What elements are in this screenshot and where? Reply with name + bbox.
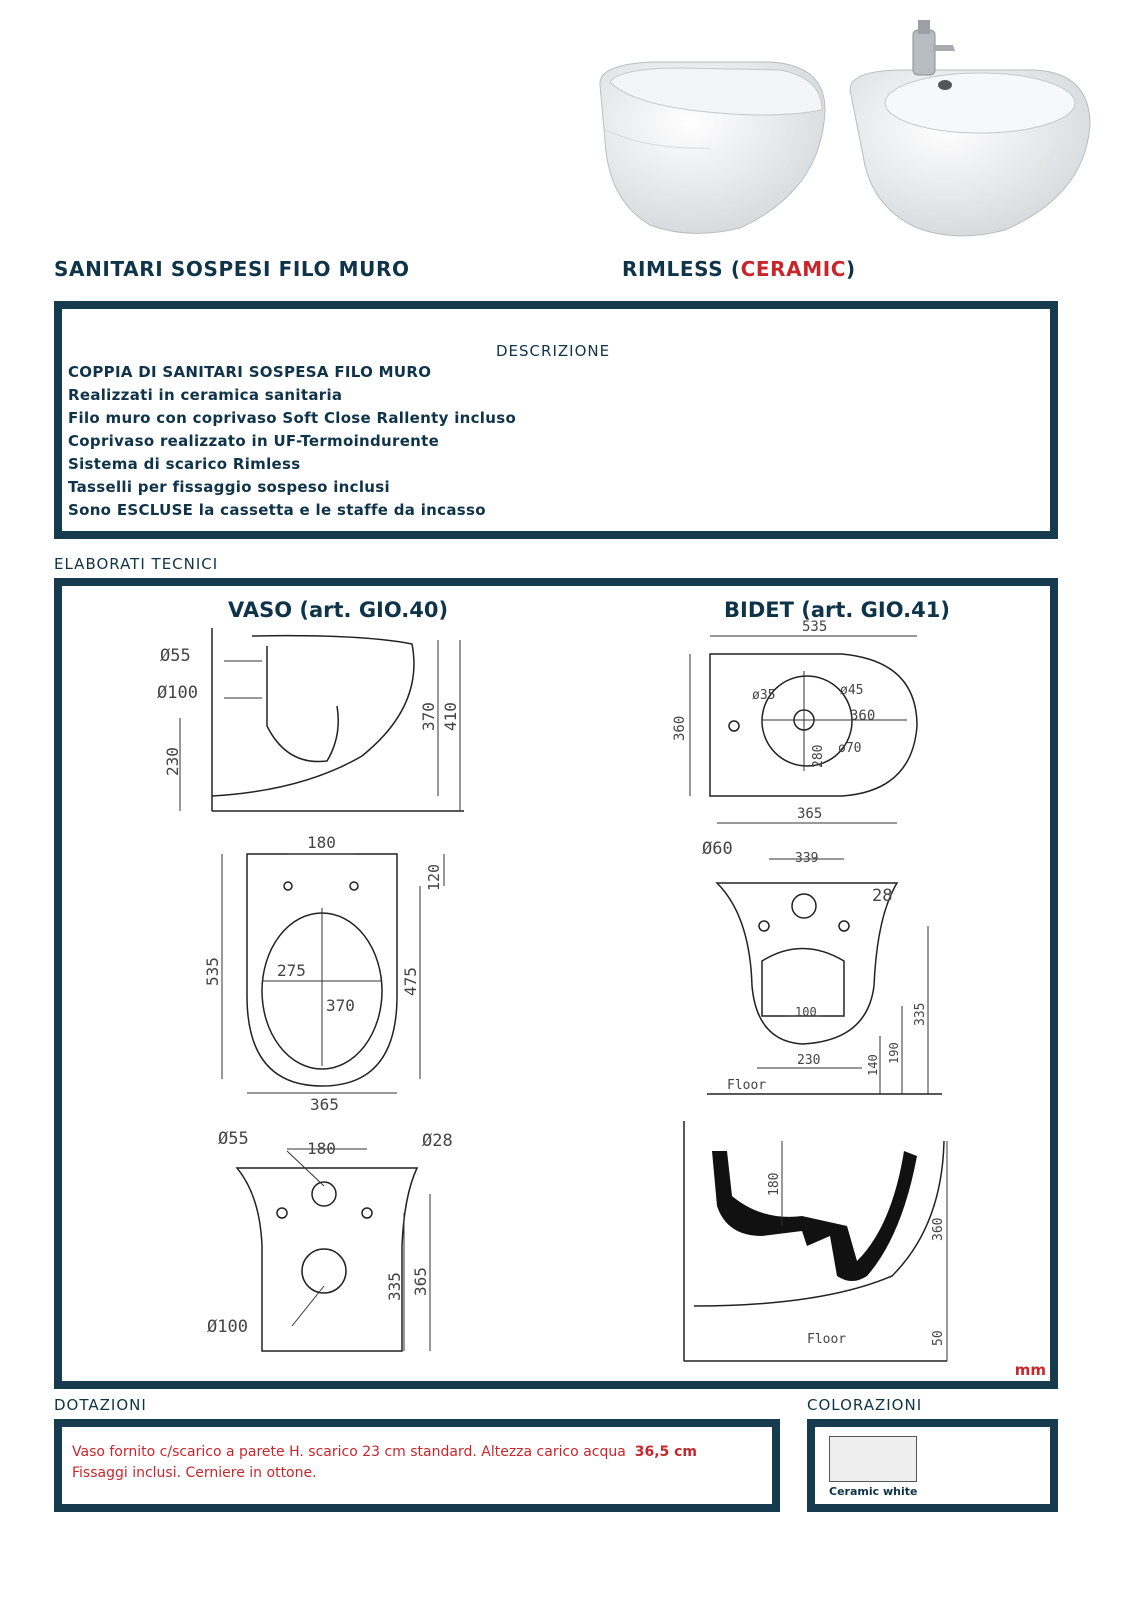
bidet-top-d45: ø45 [840,683,863,698]
vaso-title: VASO (art. GIO.40) [228,598,449,622]
equipment-heading: DOTAZIONI [54,1396,147,1414]
bidet-top-d70: ø70 [838,741,861,756]
description-line: Sistema di scarico Rimless [68,455,301,473]
vaso-top-275: 275 [277,961,306,980]
bidet-title: BIDET (art. GIO.41) [724,598,950,622]
product-type-accent: CERAMIC [740,257,847,281]
bidet-top-280: 280 [811,745,826,768]
description-heading: DESCRIZIONE [496,342,611,360]
description-line: Coprivaso realizzato in UF-Termoindurent… [68,432,440,450]
bidet-back-230: 230 [797,1053,820,1068]
vaso-top-365: 365 [310,1095,339,1114]
bidet-back-365: 365 [797,806,822,822]
equipment-box: Vaso fornito c/scarico a parete H. scari… [54,1419,780,1512]
bidet-back-190: 190 [887,1042,901,1064]
bidet-side-180: 180 [767,1173,782,1196]
description-box: DESCRIZIONE COPPIA DI SANITARI SOSPESA F… [54,301,1058,539]
toilet-photo [599,61,826,234]
vaso-back-180: 180 [307,1139,336,1158]
vaso-back-365: 365 [411,1267,430,1296]
technical-heading: ELABORATI TECNICI [54,555,219,573]
bidet-side-50: 50 [931,1330,946,1346]
vaso-top-120: 120 [425,864,443,891]
product-type: RIMLESS (CERAMIC) [622,257,856,281]
vaso-top-180: 180 [307,833,336,852]
colors-heading: COLORAZIONI [807,1396,923,1414]
vaso-back-view: Ø55 Ø28 Ø100 180 335 365 [207,1129,453,1352]
bidet-top-360b: 360 [850,708,875,724]
vaso-top-view: 180 120 535 475 275 370 365 [203,833,445,1114]
bidet-photo [849,20,1091,237]
vaso-back-d28: Ø28 [422,1131,453,1151]
product-type-suffix: ) [846,257,856,281]
color-swatch-ceramic-white[interactable] [829,1436,917,1482]
vaso-side-view: Ø55 Ø100 230 370 410 [157,628,464,812]
bidet-top-d35: ø35 [752,688,775,703]
bidet-side-floor: Floor [807,1332,846,1347]
bidet-back-339: 339 [795,851,818,866]
vaso-side-370: 370 [419,702,438,731]
vaso-side-d55: Ø55 [160,646,191,666]
vaso-top-535: 535 [203,957,222,986]
vaso-side-d100: Ø100 [157,683,198,703]
bidet-top-view: 535 360 ø35 ø45 360 280 ø70 [672,619,918,797]
description-line: COPPIA DI SANITARI SOSPESA FILO MURO [68,363,432,381]
description-line: Sono ESCLUSE la cassetta e le staffe da … [68,501,486,519]
equipment-line-1-text: Vaso fornito c/scarico a parete H. scari… [72,1444,626,1460]
unit-label: mm [1014,1361,1046,1379]
description-line: Tasselli per fissaggio sospeso inclusi [68,478,390,496]
bidet-back-335: 335 [913,1003,928,1026]
equipment-water-height: 36,5 cm [634,1444,698,1460]
bidet-side-view: 180 360 50 Floor [683,1121,948,1362]
vaso-top-370: 370 [326,996,355,1015]
bidet-back-100: 100 [795,1005,817,1019]
colors-box: Ceramic white [807,1419,1058,1512]
vaso-back-335: 335 [385,1272,404,1301]
technical-drawings-box: VASO (art. GIO.40) BIDET (art. GIO.41) Ø… [54,578,1058,1389]
bidet-back-floor: Floor [727,1078,766,1093]
color-swatch-label: Ceramic white [829,1485,918,1498]
description-list: COPPIA DI SANITARI SOSPESA FILO MURO Rea… [68,361,516,522]
bidet-back-d60: Ø60 [702,839,733,859]
bidet-side-360: 360 [931,1218,946,1241]
technical-drawing-canvas: Ø55 Ø100 230 370 410 180 120 535 475 275… [157,619,948,1362]
vaso-top-475: 475 [401,967,420,996]
vaso-side-410: 410 [441,702,460,731]
bidet-top-360: 360 [672,716,688,741]
vaso-side-230: 230 [163,747,182,776]
product-type-prefix: RIMLESS ( [622,257,741,281]
bidet-top-535: 535 [802,619,827,635]
equipment-line-1: Vaso fornito c/scarico a parete H. scari… [72,1444,697,1460]
equipment-line-2: Fissaggi inclusi. Cerniere in ottone. [72,1465,317,1481]
bidet-back-140: 140 [866,1054,880,1076]
vaso-back-d55: Ø55 [218,1129,249,1149]
description-line: Filo muro con coprivaso Soft Close Ralle… [68,409,517,427]
page-title: SANITARI SOSPESI FILO MURO [54,257,410,281]
vaso-back-d100: Ø100 [207,1317,248,1337]
bidet-back-28: 28 [872,886,892,906]
bidet-back-view: 365 Ø60 339 28 100 230 140 190 335 Floor [702,806,942,1095]
description-line: Realizzati in ceramica sanitaria [68,386,343,404]
